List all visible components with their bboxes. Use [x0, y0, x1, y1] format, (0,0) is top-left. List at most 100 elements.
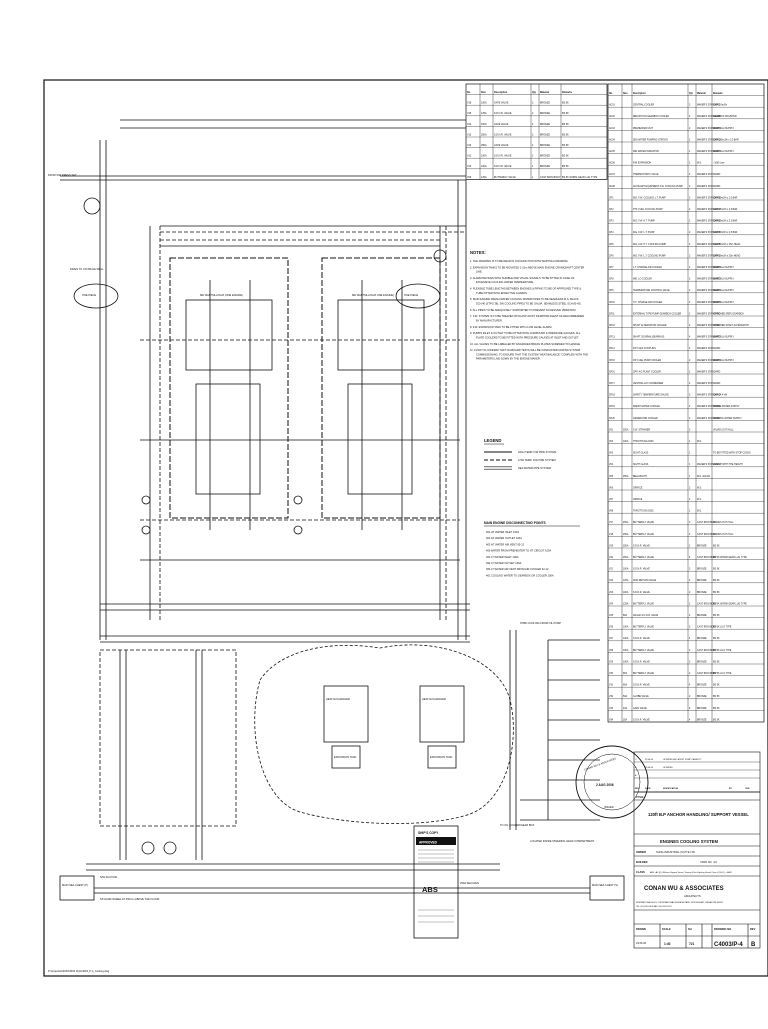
table-cell: S.D.N.R. VALVE [633, 718, 650, 721]
table-cell: MAKER'S STANDARD [697, 394, 721, 397]
company-phone: TEL: (65) 6561-8108 FAX: (65) 6561-2276 [636, 905, 672, 908]
table-cell: CAST IRON BODY [697, 556, 717, 559]
table-cell: MAKER'S STANDARD [697, 243, 721, 246]
scale-value: 1:40 [664, 942, 671, 946]
notes-heading: NOTES: [470, 250, 486, 255]
table-cell: BUTTERFLY VALVE [633, 533, 654, 536]
label-sea-main: 250A SEA MAIN [460, 881, 479, 885]
table-cell: GATE VALVE [494, 102, 509, 105]
table-cell: THERMOSTATIC VALVE [633, 173, 659, 176]
label-one-piece-right: ONE PIECE [404, 293, 418, 297]
table-cell: MAKER'S STANDARD [697, 254, 721, 257]
sheet-label: SH [688, 927, 692, 931]
table-cell: CAST IRON BODY [697, 521, 717, 524]
table-cell: F/P. FLEX COUPLING [633, 348, 656, 350]
table-cell: SHAFT JOURNAL BEARINGS [633, 336, 665, 339]
revision-header-cell: BY [729, 788, 733, 790]
table-cell: MAKER'S STANDARD [697, 220, 721, 223]
table-cell: WARTSILA SUPPLY [713, 127, 734, 130]
table-cell: S.D.N.R. VALVE [633, 684, 650, 687]
revision-cell: B [635, 767, 637, 769]
table-cell: 1 [689, 163, 691, 165]
table-cell: CAP. 30m3/h x 25m HEAD [713, 254, 741, 257]
table-cell: ~1000 Liter [713, 162, 725, 165]
disconnect-item: 401 HT WATER INLET 100A [486, 530, 519, 534]
table-cell: MAKER'S STANDARD [697, 196, 721, 199]
table-cell: M/E. LO COOLER [633, 279, 652, 281]
table-cell: V13 [467, 133, 472, 136]
table-cell: MAKER'S STANDARD [697, 405, 721, 408]
table-cell: WARTSILA SUPPLY [713, 336, 734, 339]
table-cell: CP13 [609, 337, 615, 339]
table-cell: AC03 [609, 127, 615, 130]
notes-block: NOTES: 1. THE DRAWING IS TO BE READ IN C… [470, 250, 588, 361]
table-cell: BS 5K [562, 123, 569, 126]
table-cell: BS 5K [713, 661, 720, 663]
table-cell: BRONZE [540, 112, 550, 115]
table-cell: MAKER'S STANDARD [697, 359, 721, 362]
table-cell: V34 [609, 719, 614, 721]
table-cell: V11 [467, 155, 472, 158]
table-cell: 100A [623, 637, 629, 640]
table-cell: WARTSILA SUPPLY [713, 150, 734, 153]
table-cell: MAKER'S STANDARD [697, 138, 721, 141]
table-cell: MAKER'S STANDARD [697, 312, 721, 315]
revision-cell: C [635, 759, 637, 761]
table-cell: S.D.N.R. VALVE [494, 165, 512, 168]
seal-company: CONAN WU & ASSOCIATES [583, 756, 616, 771]
table-cell: V02 [609, 441, 614, 443]
table-cell: 40A [623, 707, 628, 710]
table-cell: M.E. F.W. L.T. COOLING PUMP [633, 255, 666, 257]
diagram-labels: FROM S/W PRESS SET DRAIN TO C/D BILGE WE… [48, 173, 618, 973]
table-cell: V29 [609, 661, 614, 663]
table-cell: BUTTERFLY VALVE [633, 672, 654, 675]
table-cell: AUXILIARY EQUIPMENT F.W. COOLING PUMP [633, 185, 683, 188]
sheet-value: 721 [689, 942, 695, 946]
table-cell: 2 [689, 139, 691, 141]
table-cell: BRONZE [697, 638, 707, 640]
table-cell: V15 [467, 112, 472, 115]
note-text: 11. FLOW TO CONFIRM THAT ON-BOARD TESTS … [470, 348, 588, 360]
table-cell: V25 [609, 615, 614, 617]
table-cell: 4 [689, 638, 691, 640]
table-cell: BRONZE [697, 569, 707, 571]
seal-issued: ISSUED [604, 805, 614, 809]
table-cell: 2 [689, 279, 691, 281]
revision-header-cell: CHK [745, 788, 750, 790]
table-cell: MAKER'S STANDARD [697, 417, 721, 420]
table-cell: BRONZE [697, 708, 707, 710]
title-text: TITLE: 120ft B.P ANCHOR HANDLING/ SUPPOR… [636, 795, 756, 948]
table-cell: AC08 [609, 185, 615, 188]
table-cell: CAP. 14.4 kW [713, 394, 728, 397]
table-cell: WARTSILA SUPPLY [713, 289, 734, 292]
table-cell: 250A [623, 533, 629, 536]
table-cell: V16 [467, 102, 472, 105]
note-text: 8. F.W. EXPANSION TANK TO BE FITTED WITH… [470, 325, 552, 329]
table-cell: M.S. [697, 499, 702, 501]
label-handwheel: SS HAND WHEEL AT 450mm ABOVE THE FLOOR [100, 897, 160, 901]
table-cell: MAKER'S STANDARD [697, 324, 721, 327]
table-cell: CAST IRON BODY [540, 176, 561, 179]
label-stbd: STBD COOLING FROM OIL PUMP [520, 621, 561, 625]
table-cell: S.D.N.R. VALVE [633, 637, 650, 640]
table-cell: 2 [689, 673, 691, 675]
table-cell: 2 [689, 534, 691, 536]
table-cell: BUTTERFLY VALVE [633, 556, 654, 559]
label-engine-right: ME WARTSILA 8L26 ONE ENGINE) [352, 293, 394, 297]
drawing-title: ENGINES COOLING SYSTEM [660, 839, 718, 844]
table-cell: V09 [467, 176, 472, 179]
table-cell: 2 [689, 499, 691, 501]
table-cell: BS 5K [713, 696, 720, 698]
table-cell: FRESH WATER COOLER [633, 405, 660, 408]
table-cell: V10 [467, 165, 472, 168]
